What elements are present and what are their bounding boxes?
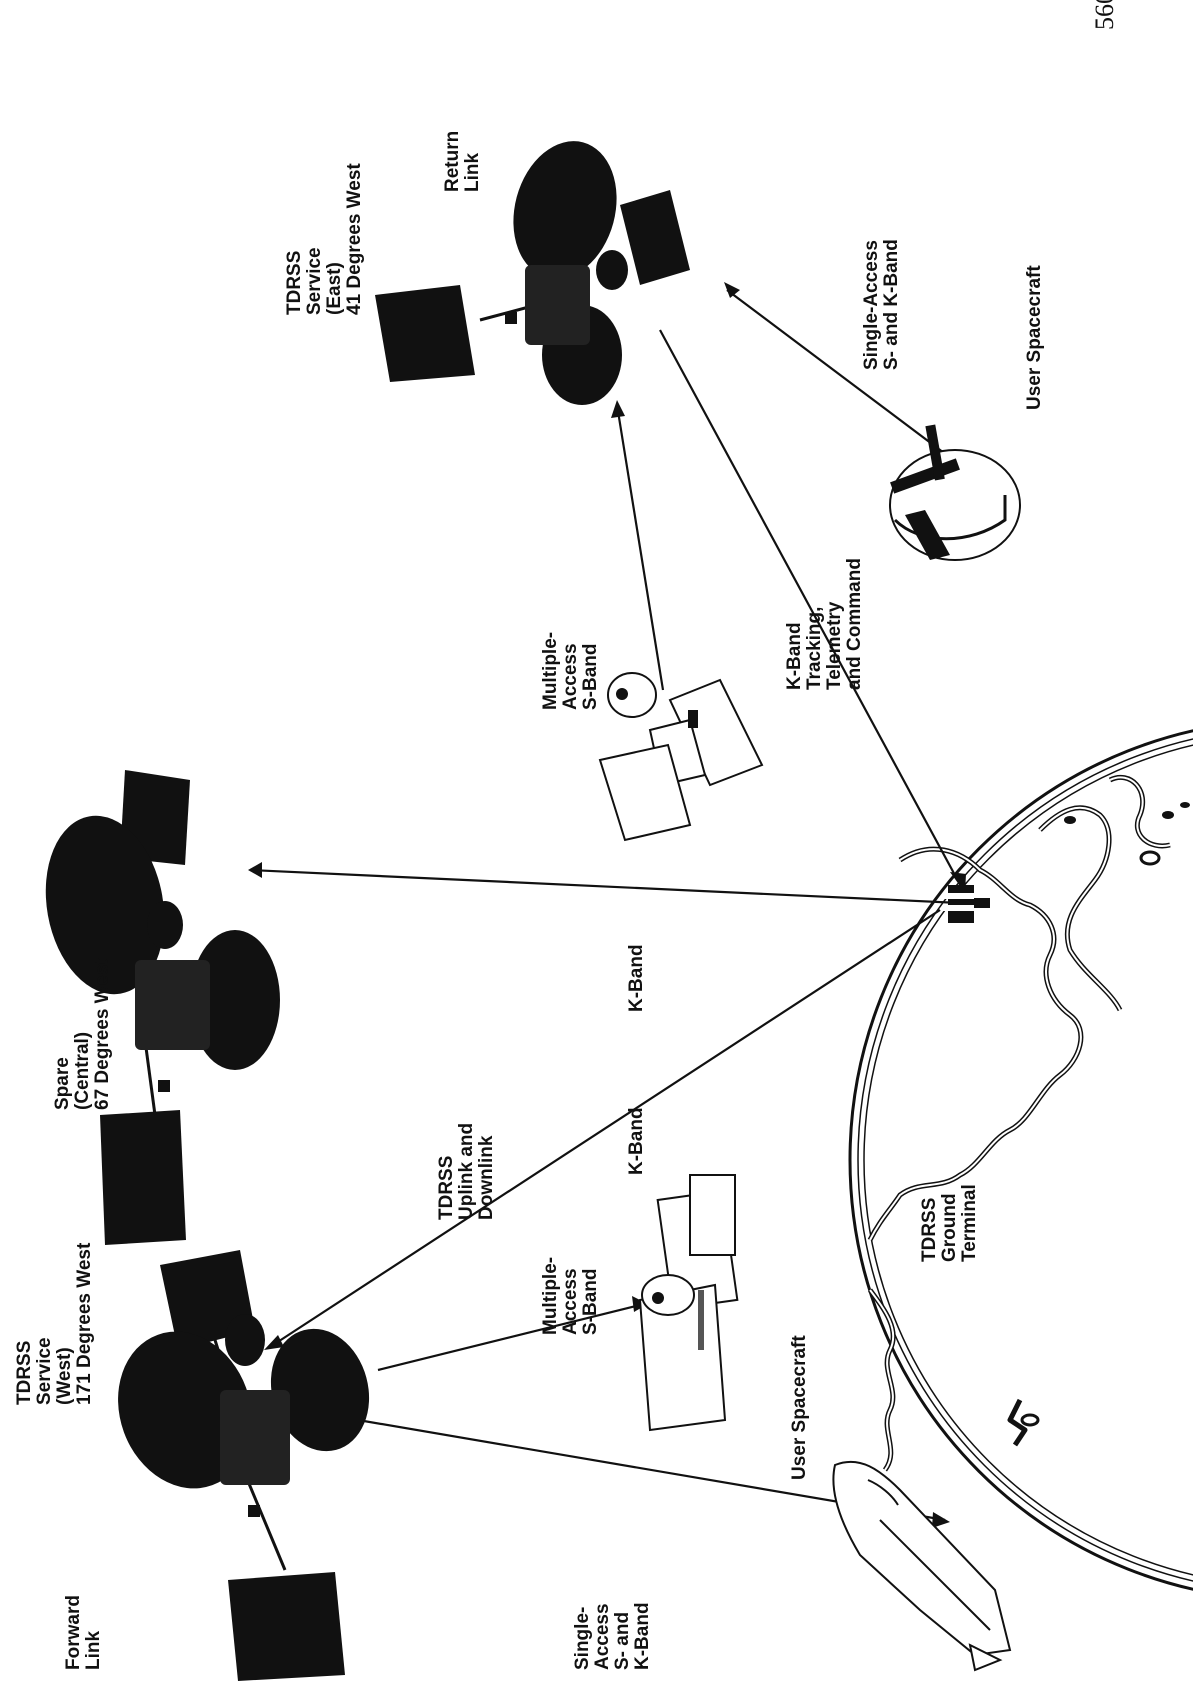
svg-text:41 Degrees West: 41 Degrees West [344, 163, 365, 315]
svg-text:TDRSS: TDRSS [14, 1341, 35, 1405]
svg-text:Single-Access: Single-Access [861, 240, 882, 370]
svg-text:Link: Link [83, 1631, 104, 1670]
svg-text:Terminal: Terminal [959, 1184, 980, 1262]
svg-text:Tracking,: Tracking, [804, 607, 825, 690]
svg-text:Telemetry: Telemetry [824, 601, 845, 690]
label-ma-return: Multiple- Access S-Band [540, 632, 601, 710]
svg-text:S- and: S- and [612, 1612, 633, 1670]
svg-text:K-Band: K-Band [784, 622, 805, 690]
shuttle-icon [833, 1462, 1010, 1670]
svg-text:Return: Return [442, 131, 463, 192]
svg-text:171 Degrees West: 171 Degrees West [74, 1242, 95, 1405]
svg-text:67 Degrees West: 67 Degrees West [92, 958, 113, 1110]
label-tdrss-west: TDRSS Service (West) 171 Degrees West [14, 1242, 95, 1405]
user-spacecraft-icon [890, 425, 1020, 560]
svg-text:User Spacecraft: User Spacecraft [1024, 265, 1045, 410]
svg-text:TDRSS: TDRSS [436, 1156, 457, 1220]
svg-text:S-Band: S-Band [580, 1269, 601, 1336]
svg-text:User Spacecraft: User Spacecraft [789, 1335, 810, 1480]
svg-text:Multiple-: Multiple- [540, 1257, 561, 1335]
link-arrows [248, 282, 966, 1528]
svg-text:K-Band: K-Band [632, 1602, 653, 1670]
svg-text:TDRSS: TDRSS [284, 251, 305, 315]
label-return-link: Return Link [442, 131, 483, 192]
svg-text:Forward: Forward [63, 1595, 84, 1670]
svg-text:Single-: Single- [572, 1607, 593, 1670]
ma-user-spacecraft-forward-icon [640, 1175, 737, 1430]
svg-text:K-Band: K-Band [626, 1107, 647, 1175]
svg-text:Multiple-: Multiple- [540, 632, 561, 710]
svg-text:Access: Access [592, 1603, 613, 1670]
label-sa-forward: Single- Access S- and K-Band [572, 1602, 653, 1670]
label-forward-link: Forward Link [63, 1595, 104, 1670]
label-uplink-downlink: TDRSS Uplink and Downlink [436, 1123, 497, 1220]
satellite-central-icon [32, 770, 280, 1245]
satellite-west-icon [97, 1250, 383, 1681]
svg-text:and Command: and Command [844, 558, 865, 690]
label-k-band-ttc: K-Band Tracking, Telemetry and Command [784, 558, 865, 690]
label-ground-terminal: TDRSS Ground Terminal [919, 1184, 980, 1262]
svg-text:Spare: Spare [52, 1057, 73, 1110]
svg-text:Service: Service [304, 247, 325, 315]
earth-icon [850, 720, 1193, 1600]
label-ma-forward: Multiple- Access S-Band [540, 1257, 601, 1335]
svg-text:K-Band: K-Band [626, 944, 647, 1012]
svg-text:S-Band: S-Band [580, 644, 601, 711]
svg-text:(Central): (Central) [72, 1032, 93, 1110]
label-k-band-1: K-Band [626, 1107, 647, 1175]
svg-text:S- and K-Band: S- and K-Band [881, 239, 902, 370]
satellite-east-icon [375, 129, 690, 405]
svg-text:Service: Service [34, 1337, 55, 1405]
svg-text:(West): (West) [54, 1347, 75, 1405]
svg-text:Access: Access [560, 643, 581, 710]
label-user-spacecraft-right: User Spacecraft [1024, 265, 1045, 410]
label-k-band-2: K-Band [626, 944, 647, 1012]
label-sa-return: Single-Access S- and K-Band [861, 239, 902, 370]
label-user-spacecraft-left: User Spacecraft [789, 1335, 810, 1480]
ma-user-spacecraft-return-icon [600, 673, 762, 840]
svg-text:TDRSS: TDRSS [919, 1198, 940, 1262]
svg-text:Link: Link [462, 153, 483, 192]
svg-text:Downlink: Downlink [476, 1135, 497, 1220]
svg-text:Ground: Ground [939, 1193, 960, 1262]
svg-text:(East): (East) [324, 262, 345, 315]
ground-terminal-icon [942, 885, 990, 923]
svg-text:Uplink and: Uplink and [456, 1123, 477, 1220]
svg-text:Access: Access [560, 1268, 581, 1335]
label-tdrss-east: TDRSS Service (East) 41 Degrees West [284, 163, 365, 315]
